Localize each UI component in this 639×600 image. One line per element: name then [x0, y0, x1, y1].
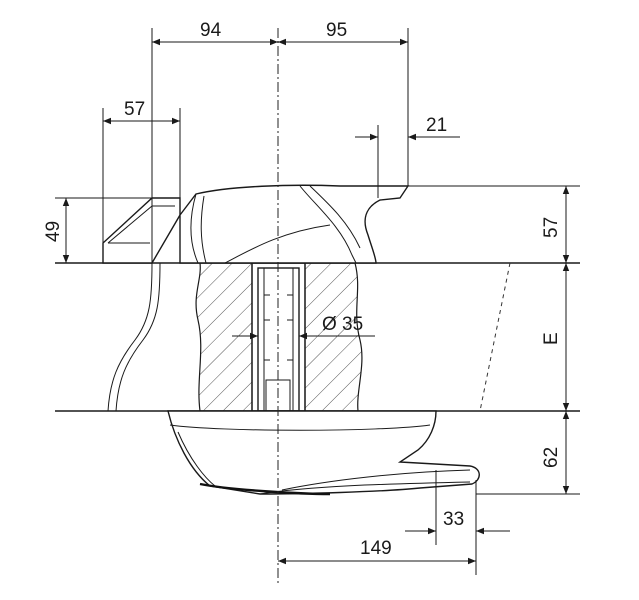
dim-149: 149	[360, 538, 392, 559]
dim-21: 21	[426, 115, 447, 136]
dim-95: 95	[326, 20, 347, 41]
hatched-section	[195, 262, 363, 412]
dim-57-right: 57	[541, 217, 562, 238]
bottom-lever	[167, 410, 480, 496]
top-handle-base	[102, 184, 410, 264]
dim-49: 49	[43, 221, 64, 242]
extension-lines	[55, 28, 580, 575]
dim-94: 94	[200, 20, 222, 41]
dim-E: E	[541, 332, 562, 345]
dim-33: 33	[443, 509, 464, 530]
dimension-labels: 94 95 57 21 49 57 Ø 35 E 62 33 149	[43, 20, 562, 559]
dim-diameter: Ø 35	[322, 314, 363, 335]
dim-62: 62	[541, 447, 562, 468]
dim-57-top: 57	[124, 99, 145, 120]
dimension-lines	[62, 38, 570, 565]
